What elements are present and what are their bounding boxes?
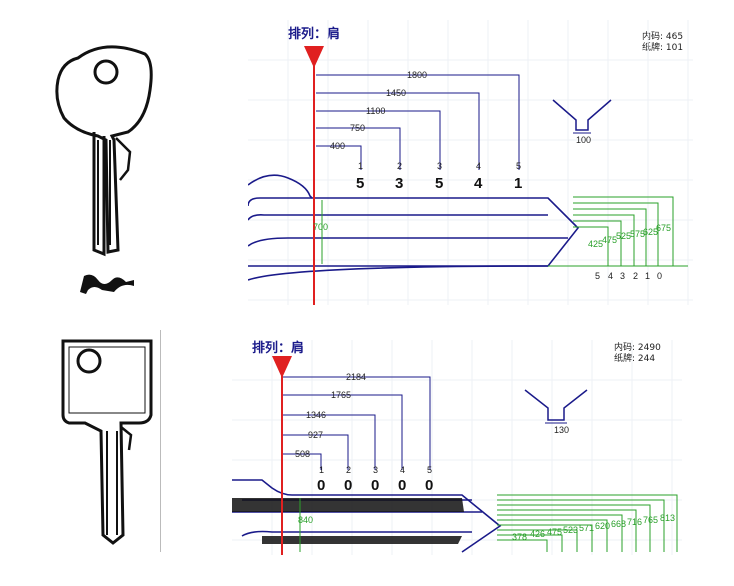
key-2-depth-620: 620 <box>595 521 611 531</box>
key-1-pos-5: 5 <box>516 161 522 171</box>
key-1-pos-1: 1 <box>358 161 364 171</box>
key-2-depth-475: 475 <box>547 527 563 537</box>
key-1-pos-3: 3 <box>437 161 443 171</box>
key-2-code: 内码: 2490 纸牌: 244 <box>614 343 661 365</box>
panel-divider <box>160 330 161 552</box>
key-2-code-value: 2490 <box>637 343 661 353</box>
key-1-cross-section <box>80 274 134 294</box>
key-2-dim-1765: 1765 <box>331 390 352 400</box>
key-2-dim-508: 508 <box>295 449 311 459</box>
key-1-code-value: 465 <box>665 32 684 42</box>
key-2-silhouette <box>61 339 153 545</box>
key-1-depth-num-0: 0 <box>657 271 663 281</box>
key-1-bitting-4: 4 <box>474 175 483 192</box>
key-1-angle-symbol <box>552 99 612 131</box>
key-2-bitting-4: 0 <box>398 477 407 494</box>
key-1-dim-1100: 1100 <box>366 106 386 116</box>
key-2-pos-3: 3 <box>373 465 379 475</box>
key-2-pos-5: 5 <box>427 465 433 475</box>
key-2-angle-symbol <box>524 389 588 421</box>
key-2-bitting-3: 0 <box>371 477 380 494</box>
key-1-blank-value: 101 <box>665 43 684 54</box>
key-1-bitting-5: 1 <box>514 175 523 192</box>
key-1-blade-height: 700 <box>313 222 329 232</box>
key-2-depth-765: 765 <box>643 515 659 525</box>
key-1-dim-1800: 1800 <box>407 70 428 80</box>
key-1-depth-num-4: 4 <box>608 271 614 281</box>
key-1-pos-4: 4 <box>476 161 482 171</box>
key-2-dim-927: 927 <box>308 430 324 440</box>
key-2-bitting-5: 0 <box>425 477 434 494</box>
key-2-pos-1: 1 <box>319 465 325 475</box>
key-2-blade-height: 840 <box>298 515 314 525</box>
key-1-depth-625: 625 <box>643 227 659 237</box>
key-1-dim-400: 400 <box>330 141 346 151</box>
key-1-depth-num-2: 2 <box>633 271 639 281</box>
key-2-pos-4: 4 <box>400 465 406 475</box>
key-2-pos-2: 2 <box>346 465 352 475</box>
key-1-depth-num-5: 5 <box>595 271 601 281</box>
key-1-bitting-2: 3 <box>395 175 404 192</box>
key-1-dim-1450: 1450 <box>386 88 407 98</box>
key-1-depth-575: 575 <box>630 229 646 239</box>
key-1-depth-675: 675 <box>656 223 672 233</box>
key-2-blank-value: 244 <box>637 354 656 365</box>
key-2-dim-2184: 2184 <box>346 372 367 382</box>
key-1-depth-num-3: 3 <box>620 271 626 281</box>
key-2-profile-drawing <box>232 340 682 555</box>
key-1-depth-num-1: 1 <box>645 271 651 281</box>
key-2-depth-716: 716 <box>627 517 643 527</box>
key-1-angle-width: 100 <box>576 135 592 145</box>
key-1-dim-750: 750 <box>350 123 366 133</box>
key-2-header: 排列：肩 <box>252 341 305 356</box>
key-1-bitting-3: 5 <box>435 175 444 192</box>
key-2-depth-668: 668 <box>611 519 627 529</box>
key-1-depth-425: 425 <box>588 239 604 249</box>
key-2-bitting-2: 0 <box>344 477 353 494</box>
key-1-pos-2: 2 <box>397 161 403 171</box>
key-1-header: 排列：肩 <box>288 27 341 42</box>
key-1-code: 内码: 465 纸牌: 101 <box>642 32 684 54</box>
key-1-profile-drawing <box>248 20 693 305</box>
key-2-depth-523: 523 <box>563 525 579 535</box>
key-2-depth-378: 378 <box>512 532 528 542</box>
key-2-depth-813: 813 <box>660 513 676 523</box>
key-2-bitting-1: 0 <box>317 477 326 494</box>
key-2-dim-1346: 1346 <box>306 410 327 420</box>
key-1-depth-475: 475 <box>602 235 618 245</box>
key-2-angle-width: 130 <box>554 425 570 435</box>
key-2-depth-426: 426 <box>530 529 546 539</box>
key-2-depth-571: 571 <box>579 523 595 533</box>
key-1-silhouette <box>55 45 153 257</box>
key-1-depth-525: 525 <box>616 231 632 241</box>
key-1-bitting-1: 5 <box>356 175 365 192</box>
